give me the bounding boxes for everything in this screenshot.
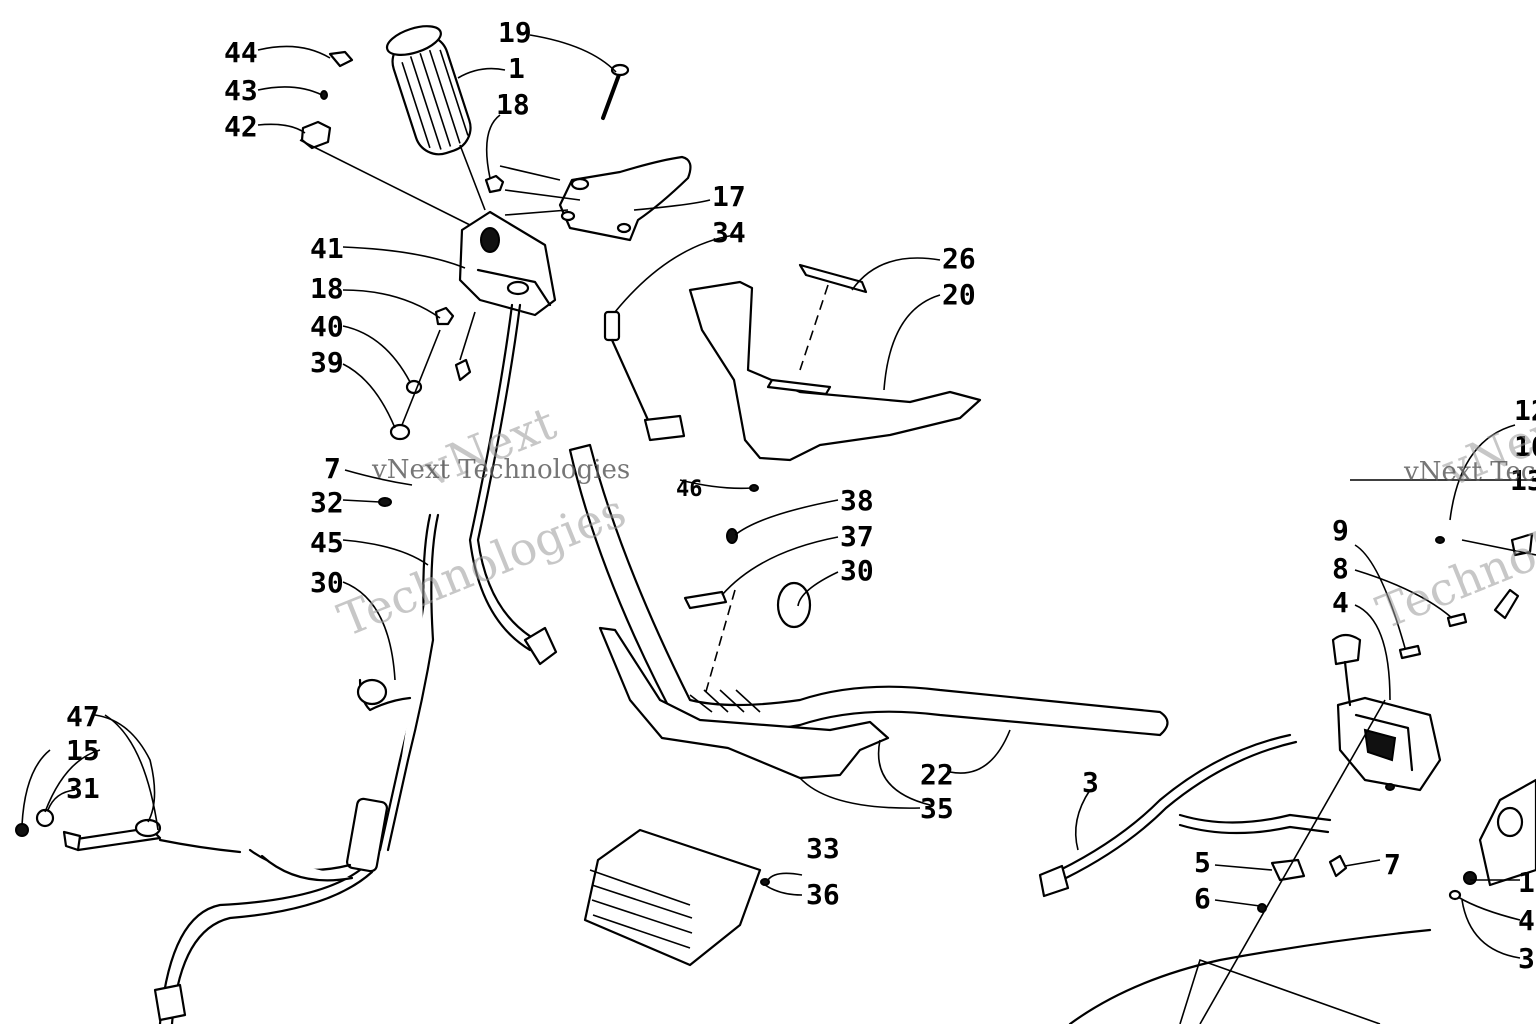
- part-nut-18-top: [484, 174, 505, 194]
- callout-15: 15: [66, 734, 100, 767]
- part-pin: [601, 63, 630, 120]
- callout-33: 33: [806, 832, 840, 865]
- part-throttle-housing: [458, 210, 557, 317]
- watermark-line-2: vNext Technologies: [371, 455, 630, 485]
- callout-13: 13: [1510, 464, 1536, 497]
- part-throttle-lever: [558, 155, 692, 242]
- callout-40-left: 40: [310, 310, 344, 343]
- part-nut-18-mid: [434, 306, 455, 326]
- callout-18-top: 18: [496, 88, 530, 121]
- part-plate-37: [683, 590, 728, 610]
- callout-7-left: 7: [324, 452, 341, 485]
- callout-5: 5: [1194, 846, 1211, 879]
- callout-37: 37: [840, 520, 874, 553]
- callout-10: 10: [1514, 430, 1536, 463]
- callout-16: 16: [1518, 866, 1536, 899]
- callout-32: 32: [310, 486, 344, 519]
- callout-35-right: 35: [1518, 942, 1536, 975]
- callout-4: 4: [1332, 586, 1349, 619]
- watermark-right-line-2: vNext Technologies: [1403, 457, 1536, 487]
- callout-labels: 44 43 42 19 1 18 17 34 41 18 40 39 26 20…: [66, 16, 1536, 975]
- part-washer-39: [389, 423, 411, 441]
- callout-44: 44: [224, 36, 258, 69]
- part-washer-44: [328, 50, 354, 68]
- leader-lines: [21, 34, 1536, 959]
- callout-6: 6: [1194, 882, 1211, 915]
- callout-45: 45: [310, 526, 344, 559]
- callout-39: 39: [310, 346, 344, 379]
- callout-35-center: 35: [920, 792, 954, 825]
- callout-47: 47: [66, 700, 100, 733]
- part-clip-32: [378, 497, 392, 507]
- callout-8: 8: [1332, 552, 1349, 585]
- callout-46: 46: [676, 477, 703, 502]
- callout-36: 36: [806, 878, 840, 911]
- callout-22: 22: [920, 758, 954, 791]
- callout-3: 3: [1082, 766, 1099, 799]
- callout-26: 26: [942, 242, 976, 275]
- callout-9: 9: [1332, 514, 1349, 547]
- callout-31: 31: [66, 772, 100, 805]
- callout-7-right: 7: [1384, 848, 1401, 881]
- callout-19: 19: [498, 16, 532, 49]
- callout-12: 12: [1514, 394, 1536, 427]
- callout-43: 43: [224, 74, 258, 107]
- callout-20: 20: [942, 278, 976, 311]
- part-screw-33: [760, 878, 770, 886]
- part-regulator: [583, 828, 762, 967]
- watermark-right-line-3: Technologies: [1369, 476, 1536, 640]
- part-plug-connector: [523, 626, 558, 666]
- callout-38: 38: [840, 484, 874, 517]
- part-handlebar-cover: [688, 263, 982, 492]
- callout-42: 42: [224, 110, 258, 143]
- part-kill-switch: [603, 310, 686, 442]
- part-grip: [385, 25, 472, 156]
- part-right-switch-housing: [1331, 612, 1468, 792]
- callout-41: 41: [310, 232, 344, 265]
- part-screw-38: [726, 528, 738, 544]
- parts: [15, 25, 1536, 1024]
- callout-18-mid: 18: [310, 272, 344, 305]
- part-left-harness: [15, 513, 440, 1024]
- callout-34: 34: [712, 216, 746, 249]
- callout-40-right: 40: [1518, 904, 1536, 937]
- callout-30-right: 30: [840, 554, 874, 587]
- part-clamp-30-right: [776, 581, 812, 629]
- callout-17: 17: [712, 180, 746, 213]
- callout-30-left: 30: [310, 566, 344, 599]
- part-lower-bracket: [598, 626, 890, 780]
- callout-1: 1: [508, 52, 525, 85]
- part-screw-7-left: [454, 358, 472, 382]
- part-nut-42: [300, 120, 332, 150]
